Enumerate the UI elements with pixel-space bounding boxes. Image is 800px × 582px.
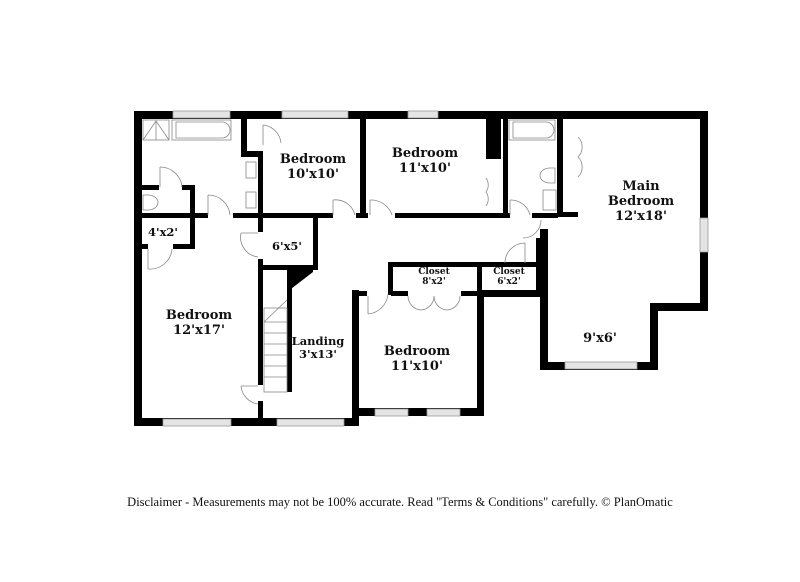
door-icon [367, 293, 389, 315]
room-name: Bedroom [384, 344, 451, 359]
room-size: 4'x2' [148, 225, 178, 239]
bathtub-icon [171, 119, 232, 141]
room-name: Bedroom [280, 152, 347, 167]
door-icon [262, 124, 282, 145]
door-icon [509, 199, 531, 216]
door-icon [504, 242, 526, 264]
room-labels: Bedroom 10'x10' Bedroom 11'x10' Main Bed… [148, 146, 674, 374]
door-icon [207, 194, 231, 216]
room-size: 6'x2' [497, 277, 520, 287]
room-size: 3'x13' [299, 347, 337, 361]
room-size: 10'x10' [287, 167, 339, 182]
door-icon [522, 219, 542, 239]
room-name: Main [622, 179, 660, 194]
room-name: Bedroom [608, 194, 675, 209]
room-size: 12'x17' [173, 323, 225, 338]
room-size: 9'x6' [583, 331, 617, 346]
room-size: 6'x5' [272, 239, 302, 253]
door-icon [159, 166, 183, 188]
toilet-icon [142, 194, 159, 211]
room-name: Closet [493, 267, 525, 277]
room-size: 11'x10' [391, 359, 443, 374]
toilet-icon [539, 167, 556, 184]
room-name: Landing [292, 334, 345, 348]
disclaimer-text: Disclaimer - Measurements may not be 100… [127, 495, 673, 509]
fixtures [142, 119, 583, 405]
bathtub-icon [508, 119, 556, 141]
door-icon [240, 385, 259, 405]
room-size: 12'x18' [615, 209, 667, 224]
room-name: Bedroom [166, 308, 233, 323]
door-icon [147, 248, 173, 270]
room-name: Bedroom [392, 146, 459, 161]
windows [162, 110, 709, 427]
door-icon [369, 199, 393, 216]
room-size: 8'x2' [422, 277, 445, 287]
room-size: 11'x10' [399, 161, 451, 176]
sink-icon [542, 189, 557, 211]
stairs-icon [263, 299, 288, 393]
door-icon [577, 136, 583, 178]
door-icon [485, 177, 489, 207]
sink-icon [245, 191, 257, 209]
door-icon [240, 232, 259, 258]
door-icon [407, 295, 461, 311]
sink-icon [245, 161, 257, 179]
door-icon [332, 199, 356, 216]
room-name: Closet [418, 267, 450, 277]
